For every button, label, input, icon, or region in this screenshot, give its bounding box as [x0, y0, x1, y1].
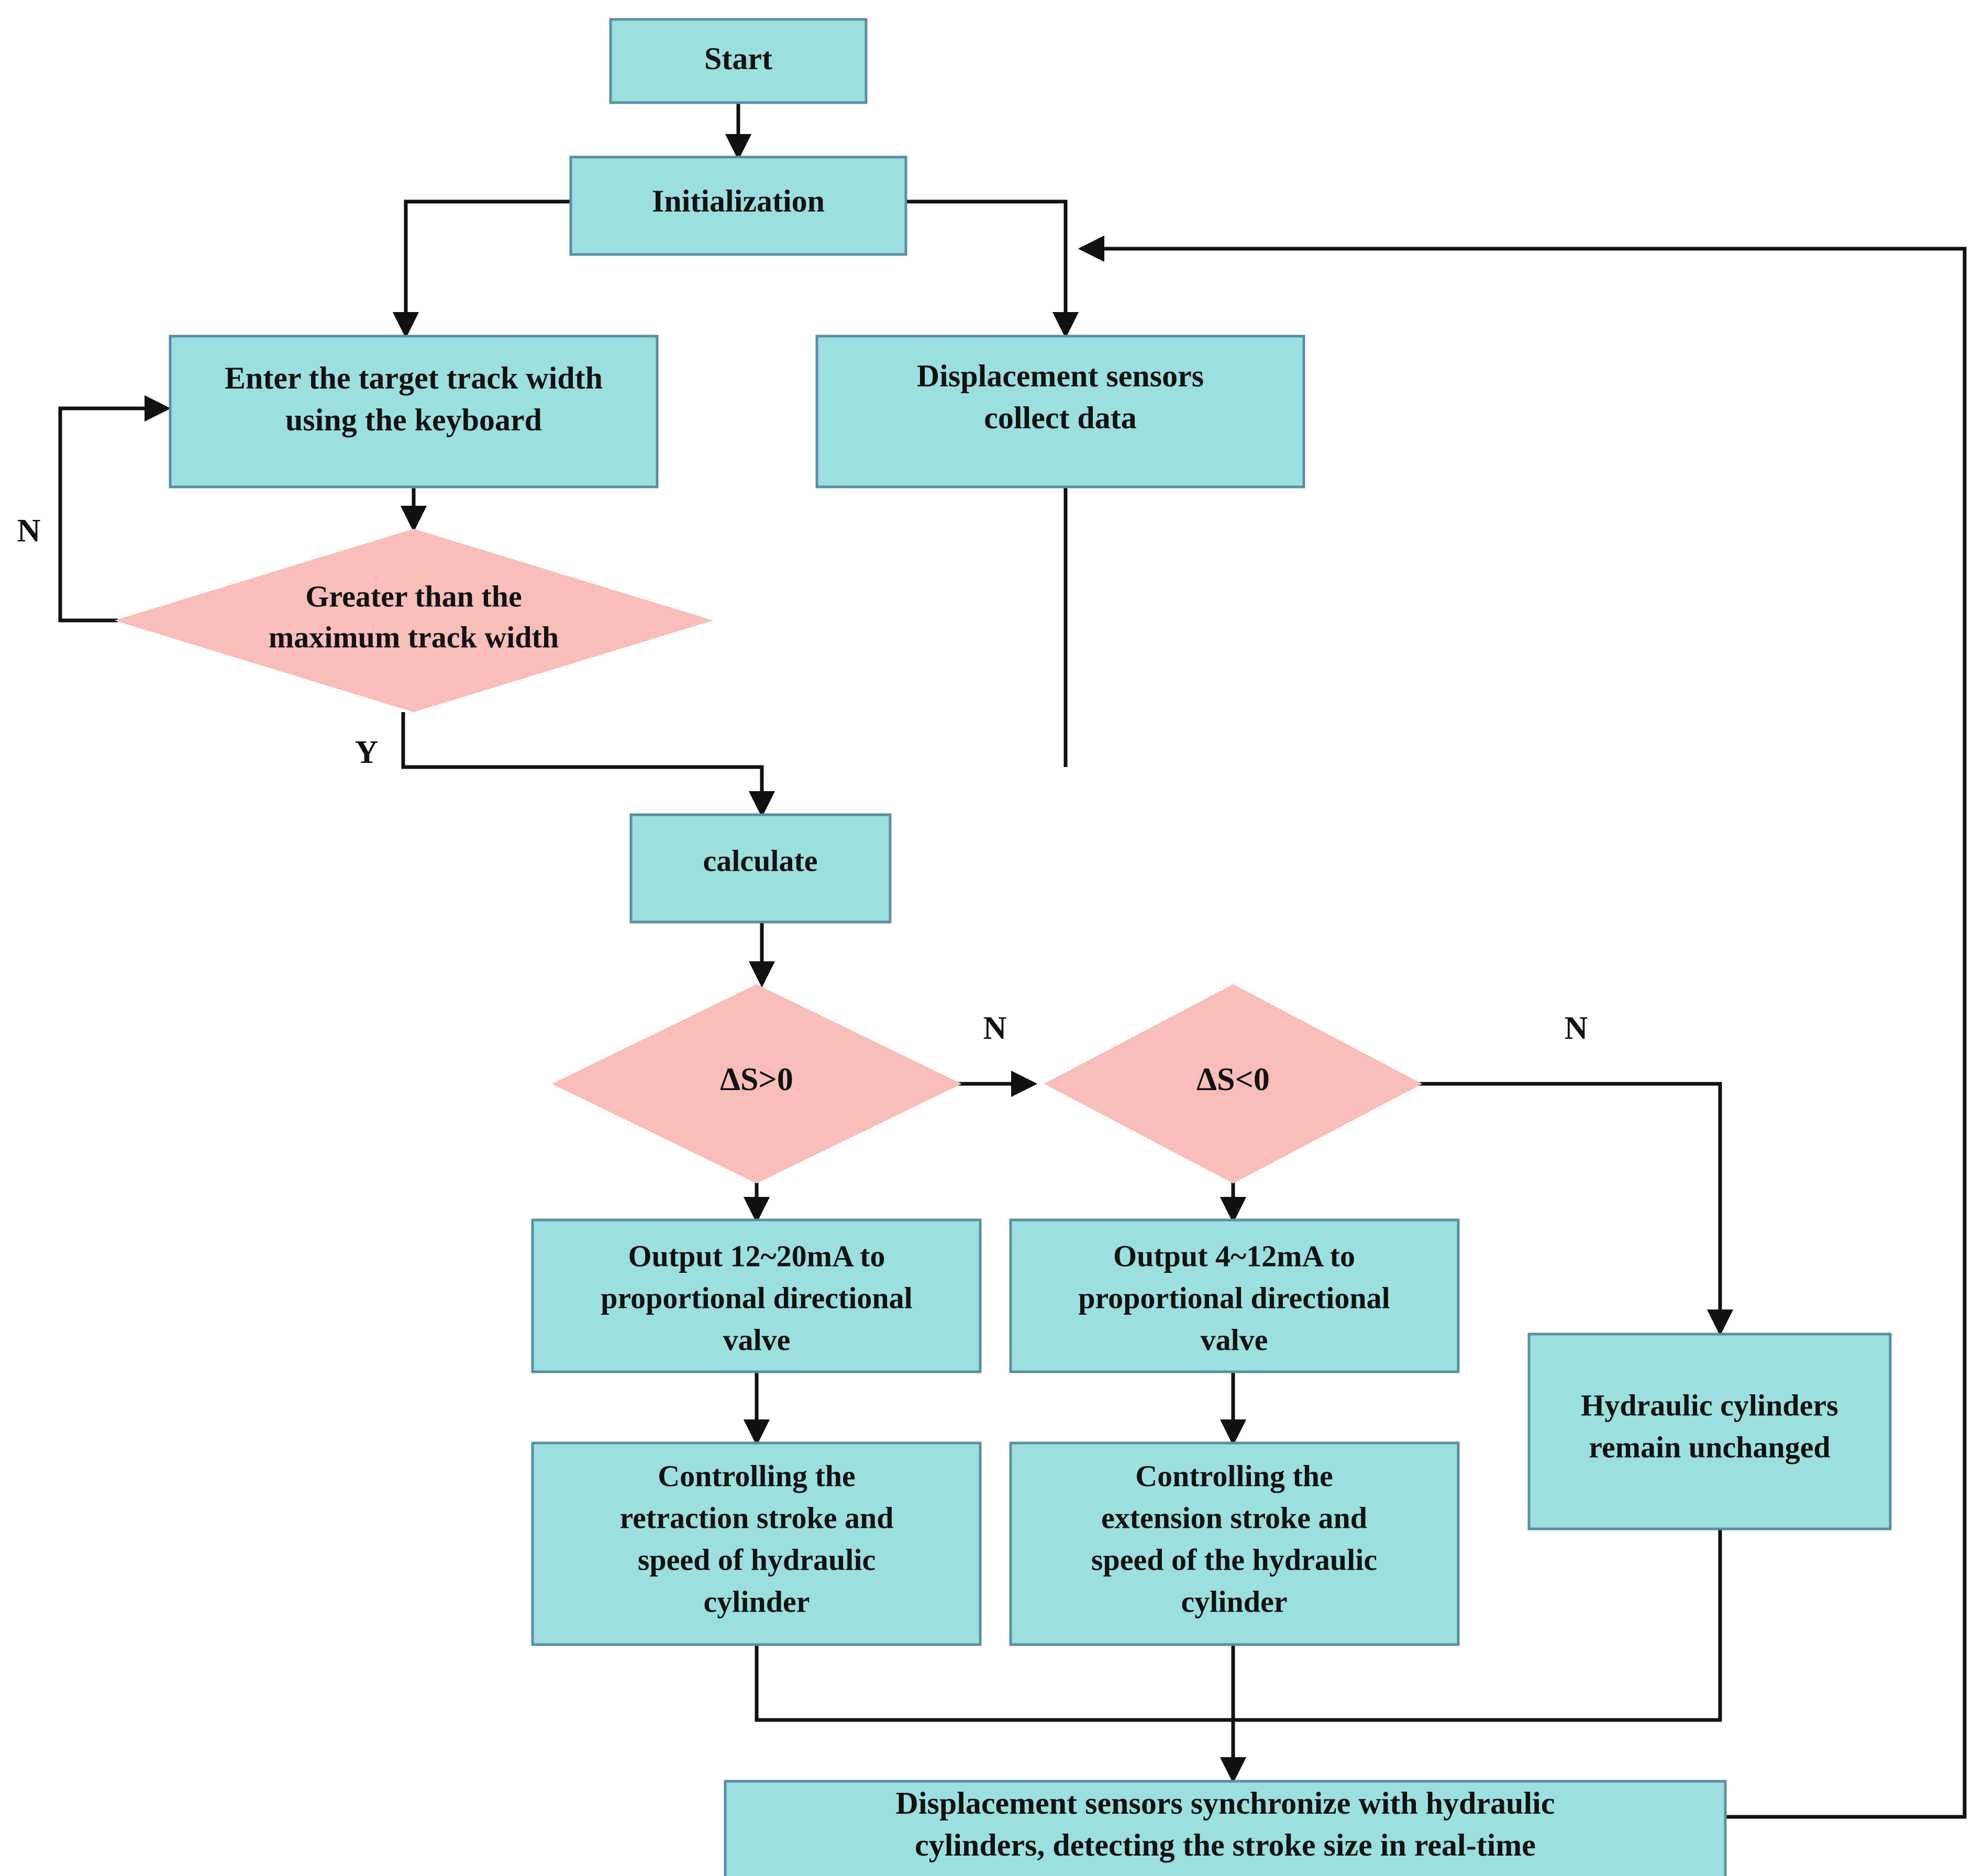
node-output-4-12ma-label-1: proportional directional — [1078, 1281, 1390, 1315]
node-initialization-label-0: Initialization — [652, 184, 825, 218]
node-ctrl-extension-shape — [1009, 1441, 1460, 1646]
node-ctrl-retraction[interactable]: Controlling the retraction stroke and sp… — [531, 1441, 982, 1646]
node-output-12-20ma-label-0: Output 12~20mA to — [628, 1239, 885, 1273]
node-enter-track-width[interactable]: Enter the target track width using the k… — [169, 335, 659, 489]
node-ctrl-retraction-label-2: speed of hydraulic — [638, 1542, 875, 1577]
node-greater-than-max-shape — [114, 528, 713, 713]
node-output-4-12ma[interactable]: Output 4~12mA to proportional directiona… — [1009, 1218, 1460, 1373]
node-ctrl-retraction-label-0: Controlling the — [658, 1459, 856, 1493]
branch-label-n-left: N — [17, 513, 41, 549]
node-output-12-20ma[interactable]: Output 12~20mA to proportional direction… — [531, 1218, 982, 1373]
node-start-label-0: Start — [704, 41, 772, 76]
node-ds-less-zero[interactable]: ΔS<0 — [1044, 984, 1423, 1184]
node-start[interactable]: Start — [609, 18, 868, 104]
node-displacement-sensors[interactable]: Displacement sensors collect data — [815, 335, 1305, 489]
edge-init-to-enter-width — [392, 199, 571, 339]
node-sync-sensors-label-0: Displacement sensors synchronize with hy… — [896, 1786, 1555, 1821]
node-displacement-sensors-shape — [815, 335, 1305, 489]
node-initialization-shape — [569, 156, 907, 256]
node-calculate-shape — [629, 813, 892, 924]
node-sync-sensors[interactable]: Displacement sensors synchronize with hy… — [724, 1780, 1727, 1876]
node-ds-greater-zero[interactable]: ΔS>0 — [551, 984, 962, 1184]
node-cylinders-unchanged-label-0: Hydraulic cylinders — [1581, 1388, 1838, 1422]
node-greater-than-max[interactable]: Greater than the maximum track width — [114, 528, 713, 713]
edge-ctrl-retract-to-sync-bus — [755, 1644, 1233, 1722]
node-output-4-12ma-shape — [1009, 1218, 1460, 1373]
node-ctrl-retraction-shape — [531, 1441, 982, 1646]
node-ctrl-extension-label-3: cylinder — [1181, 1584, 1288, 1618]
node-cylinders-unchanged-shape — [1527, 1333, 1892, 1530]
node-ds-greater-zero-label-0: ΔS>0 — [720, 1062, 793, 1097]
node-ctrl-extension-label-2: speed of the hydraulic — [1091, 1542, 1377, 1577]
node-output-4-12ma-label-0: Output 4~12mA to — [1113, 1239, 1355, 1273]
node-displacement-sensors-label-0: Displacement sensors — [917, 359, 1204, 393]
node-ctrl-extension[interactable]: Controlling the extension stroke and spe… — [1009, 1441, 1460, 1646]
node-calculate[interactable]: calculate — [629, 813, 892, 924]
node-sync-sensors-shape — [724, 1780, 1727, 1876]
node-output-12-20ma-shape — [531, 1218, 982, 1373]
edge-decision-y-to-calculate — [401, 712, 775, 818]
node-output-12-20ma-label-2: valve — [723, 1323, 791, 1357]
node-calculate-label-0: calculate — [703, 843, 817, 878]
node-greater-than-max-label-0: Greater than the — [305, 579, 522, 613]
node-sync-sensors-label-1: cylinders, detecting the stroke size in … — [915, 1828, 1536, 1862]
node-enter-track-width-label-0: Enter the target track width — [225, 361, 603, 395]
node-ctrl-retraction-label-3: cylinder — [704, 1584, 810, 1618]
node-ctrl-extension-label-1: extension stroke and — [1101, 1501, 1367, 1535]
branch-label-n-ds-lt0: N — [1565, 1011, 1588, 1046]
node-ctrl-extension-label-0: Controlling the — [1135, 1459, 1333, 1493]
edge-unchanged-to-sync-bus — [1233, 1529, 1722, 1722]
edge-init-to-sensors — [906, 199, 1079, 339]
node-ds-greater-zero-shape — [551, 984, 962, 1184]
node-start-shape — [609, 18, 868, 104]
node-output-12-20ma-label-1: proportional directional — [601, 1281, 913, 1315]
node-enter-track-width-label-1: using the keyboard — [285, 403, 542, 437]
node-ds-less-zero-shape — [1044, 984, 1423, 1184]
branch-label-n-ds-gt0: N — [983, 1011, 1007, 1046]
node-ds-less-zero-label-0: ΔS<0 — [1196, 1062, 1270, 1097]
node-cylinders-unchanged-label-1: remain unchanged — [1589, 1430, 1830, 1464]
node-enter-track-width-shape — [169, 335, 659, 489]
edge-sync-feedback-loop — [1078, 235, 1967, 1819]
node-output-4-12ma-label-2: valve — [1201, 1323, 1268, 1357]
edge-ds-lt0-n-to-unchanged — [1419, 1082, 1734, 1336]
node-greater-than-max-label-1: maximum track width — [269, 620, 559, 654]
edge-decision-n-loop — [58, 395, 171, 623]
node-initialization[interactable]: Initialization — [569, 156, 907, 256]
node-cylinders-unchanged[interactable]: Hydraulic cylinders remain unchanged — [1527, 1333, 1892, 1530]
branch-label-y-greater-max: Y — [355, 735, 379, 770]
node-displacement-sensors-label-1: collect data — [984, 401, 1137, 435]
node-ctrl-retraction-label-1: retraction stroke and — [619, 1501, 893, 1535]
